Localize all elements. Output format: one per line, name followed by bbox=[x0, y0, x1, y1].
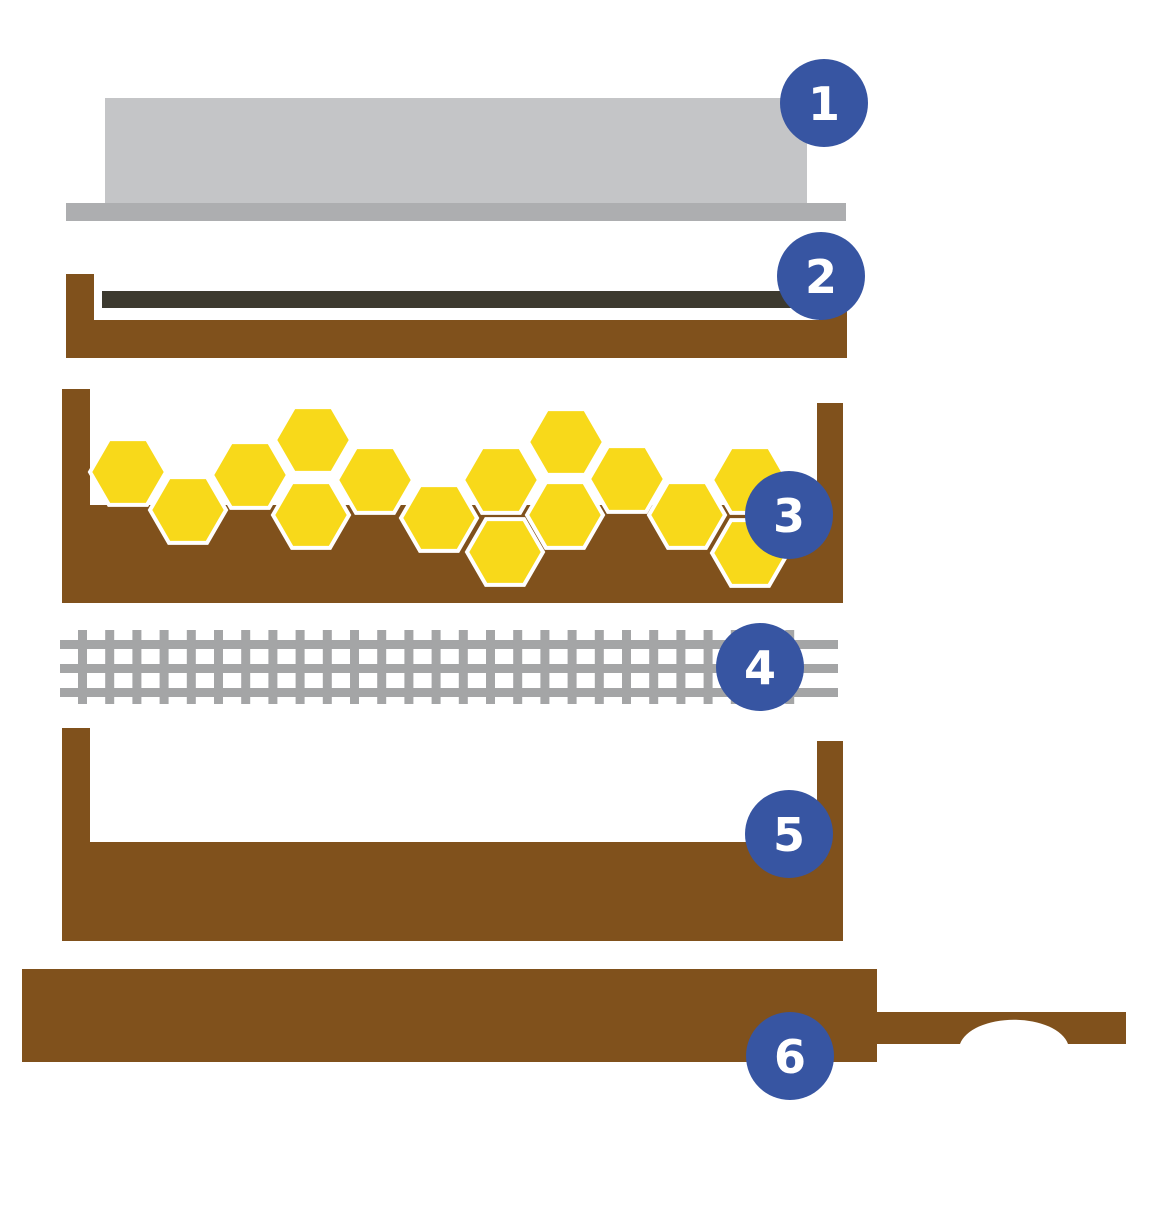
badge-circle bbox=[777, 232, 865, 320]
outer-cover-top bbox=[105, 98, 807, 204]
outer-cover bbox=[66, 98, 846, 221]
badge-circle bbox=[780, 59, 868, 147]
badge-circle bbox=[745, 471, 833, 559]
badge-label: 5 bbox=[773, 808, 805, 862]
brood-box-frame bbox=[62, 728, 843, 941]
excluder-vertical-bar bbox=[105, 630, 115, 704]
excluder-vertical-bar bbox=[377, 630, 387, 704]
badge-4: 4 bbox=[716, 623, 804, 711]
honeycomb-cell bbox=[334, 445, 416, 515]
excluder-horizontal-bar bbox=[60, 664, 838, 673]
excluder-vertical-bar bbox=[350, 630, 359, 704]
inner-cover-frame bbox=[66, 274, 847, 358]
excluder-vertical-bar bbox=[594, 630, 604, 704]
bottom-board bbox=[22, 969, 1126, 1062]
excluder-vertical-bar bbox=[567, 630, 577, 704]
excluder-vertical-bar bbox=[431, 630, 441, 704]
excluder-vertical-bar bbox=[540, 630, 550, 704]
honeycomb-cell bbox=[460, 445, 542, 515]
honeycomb-cell bbox=[646, 480, 728, 550]
excluder-vertical-bar bbox=[649, 630, 659, 704]
honeycomb-cell bbox=[586, 444, 668, 514]
badge-circle bbox=[716, 623, 804, 711]
honeycomb-cell bbox=[147, 475, 229, 545]
inner-cover-bar bbox=[102, 291, 806, 308]
badge-circle bbox=[746, 1012, 834, 1100]
honeycomb-cell bbox=[270, 480, 352, 550]
honeycomb-cell bbox=[398, 483, 480, 553]
excluder-vertical-bar bbox=[132, 630, 142, 704]
excluder-vertical-bar bbox=[622, 630, 631, 704]
honeycomb-cell bbox=[525, 407, 607, 477]
outer-cover-rim bbox=[66, 203, 846, 221]
honeycomb-cell bbox=[464, 517, 546, 587]
badge-label: 6 bbox=[774, 1030, 806, 1084]
honeycomb-cell bbox=[87, 437, 169, 507]
honey-super bbox=[62, 389, 843, 603]
badge-circle bbox=[745, 790, 833, 878]
badge-label: 3 bbox=[773, 489, 805, 543]
badge-2: 2 bbox=[777, 232, 865, 320]
excluder-vertical-bar bbox=[295, 630, 305, 704]
badge-label: 2 bbox=[805, 250, 837, 304]
badge-6: 6 bbox=[746, 1012, 834, 1100]
excluder-horizontal-bar bbox=[60, 640, 838, 649]
excluder-vertical-bar bbox=[214, 630, 223, 704]
excluder-vertical-bar bbox=[241, 630, 251, 704]
badge-label: 4 bbox=[744, 641, 776, 695]
badge-3: 3 bbox=[745, 471, 833, 559]
excluder-vertical-bar bbox=[268, 630, 278, 704]
bottom-board-shape bbox=[22, 969, 1126, 1062]
excluder-vertical-bar bbox=[703, 630, 713, 704]
brood-box bbox=[62, 728, 843, 941]
excluder-vertical-bar bbox=[486, 630, 495, 704]
excluder-vertical-bar bbox=[513, 630, 523, 704]
inner-cover bbox=[66, 274, 847, 358]
excluder-horizontal-bar bbox=[60, 688, 838, 697]
badge-label: 1 bbox=[808, 77, 840, 131]
excluder-vertical-bar bbox=[404, 630, 414, 704]
excluder-vertical-bar bbox=[458, 630, 468, 704]
excluder-vertical-bar bbox=[78, 630, 87, 704]
excluder-vertical-bar bbox=[186, 630, 196, 704]
badge-1: 1 bbox=[780, 59, 868, 147]
honeycomb-cell bbox=[209, 440, 291, 510]
honey-super-box bbox=[62, 389, 843, 603]
excluder-vertical-bar bbox=[322, 630, 332, 704]
honeycomb-cell bbox=[524, 480, 606, 550]
excluder-vertical-bar bbox=[676, 630, 686, 704]
excluder-vertical-bar bbox=[159, 630, 169, 704]
badge-5: 5 bbox=[745, 790, 833, 878]
honeycomb-cell bbox=[272, 405, 354, 475]
